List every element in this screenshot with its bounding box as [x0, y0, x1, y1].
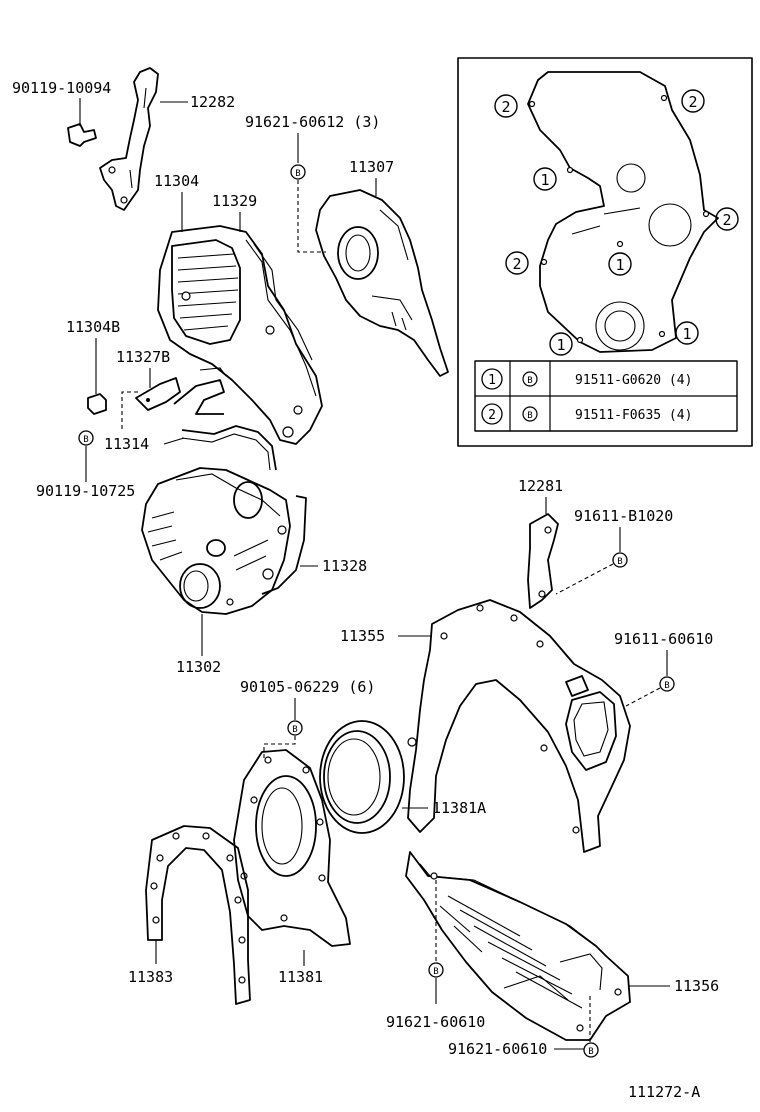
bolt-90119-10094 [67, 123, 97, 147]
inset-cover-ribs [571, 207, 641, 235]
part-11304-timing-cover-upper [157, 225, 323, 445]
svg-text:2: 2 [501, 98, 510, 116]
label-11329: 11329 [212, 192, 257, 210]
inset-cover-outline [527, 71, 719, 353]
inset-hole-upper [616, 163, 646, 193]
label-12281: 12281 [518, 477, 563, 495]
bolt-symbol-90119-10725: B [78, 430, 94, 446]
svg-text:1: 1 [615, 256, 624, 274]
bolt-symbol-90105-06229: B [287, 720, 303, 736]
inset-marker-1-bottom-right: 1 [675, 321, 699, 345]
label-11314: 11314 [104, 435, 149, 453]
label-90105-06229: 90105-06229 (6) [240, 678, 375, 696]
svg-text:B: B [588, 1047, 593, 1057]
svg-text:B: B [83, 435, 88, 445]
part-12282-engine-hanger [99, 67, 159, 211]
svg-text:1: 1 [682, 325, 691, 343]
bolt-symbol-91621-60612: B [290, 164, 306, 180]
label-91611-B1020: 91611-B1020 [574, 507, 673, 525]
part-seal-strip-upper [173, 367, 227, 415]
bolt-table-row-2: 2 B 91511-F0635 (4) [481, 403, 692, 425]
bolt-symbol-91611-60610: B [659, 676, 675, 692]
svg-text:1: 1 [488, 373, 496, 388]
label-11383: 11383 [128, 968, 173, 986]
label-11302: 11302 [176, 658, 221, 676]
bolt-table-row-1: 1 B 91511-G0620 (4) [481, 368, 692, 390]
label-11381: 11381 [278, 968, 323, 986]
svg-text:1: 1 [556, 336, 565, 354]
figure-id: 111272-A [628, 1083, 700, 1101]
label-11381A: 11381A [432, 799, 486, 817]
inset-marker-2-mid-left: 2 [505, 251, 529, 275]
part-11328-seal [261, 495, 307, 595]
part-11381-oil-seal-retainer [233, 749, 351, 947]
svg-text:B: B [527, 411, 532, 421]
inset-marker-2-right: 2 [715, 207, 739, 231]
label-11327B: 11327B [116, 348, 170, 366]
svg-text:2: 2 [722, 211, 731, 229]
inset-marker-2-top-left: 2 [494, 94, 518, 118]
label-91621-60612: 91621-60612 (3) [245, 113, 380, 131]
label-11356: 11356 [674, 977, 719, 995]
svg-text:B: B [664, 681, 669, 691]
part-12281-engine-hanger [527, 513, 559, 609]
inset-marker-1-left: 1 [533, 167, 557, 191]
svg-text:2: 2 [688, 93, 697, 111]
label-11328: 11328 [322, 557, 367, 575]
part-11381A-oil-seal [319, 720, 405, 834]
label-11355: 11355 [340, 627, 385, 645]
inset-marker-2-top-right: 2 [681, 89, 705, 113]
svg-text:B: B [292, 725, 297, 735]
svg-text:B: B [617, 557, 622, 567]
label-12282: 12282 [190, 93, 235, 111]
svg-text:2: 2 [512, 255, 521, 273]
label-90119-10725: 90119-10725 [36, 482, 135, 500]
inset-hole-mid [648, 203, 692, 247]
part-11356-timing-belt-cover-plate [405, 851, 631, 1041]
svg-text:B: B [295, 169, 300, 179]
bolt-symbol-91621-60610-left: B [428, 962, 444, 978]
part-11355-timing-belt-plate [407, 599, 631, 853]
svg-text:2: 2 [488, 408, 496, 423]
part-11383-gasket [145, 825, 251, 1005]
label-11304: 11304 [154, 172, 199, 190]
label-91611-60610: 91611-60610 [614, 630, 713, 648]
svg-text:1: 1 [540, 171, 549, 189]
svg-text:91511-G0620 (4): 91511-G0620 (4) [575, 373, 692, 388]
inset-crank-seal-outer [595, 301, 645, 351]
inset-panel: 2 2 1 2 2 1 1 1 [457, 57, 753, 447]
bolt-symbol-91621-60610-right: B [583, 1042, 599, 1058]
label-91621-60610-left: 91621-60610 [386, 1013, 485, 1031]
part-11307-timing-cover-inner [315, 189, 449, 377]
part-11314-seal-strip [181, 425, 277, 471]
bolt-symbol-91611-B1020: B [612, 552, 628, 568]
part-11302-timing-cover-lower [141, 467, 291, 615]
label-11307: 11307 [349, 158, 394, 176]
label-11304B: 11304B [66, 318, 120, 336]
svg-text:B: B [433, 967, 438, 977]
part-11304B-plug [87, 393, 107, 415]
svg-text:B: B [527, 376, 532, 386]
label-91621-60610-right: 91621-60610 [448, 1040, 547, 1058]
svg-text:91511-F0635 (4): 91511-F0635 (4) [575, 408, 692, 423]
part-11327B-guide [135, 377, 181, 411]
label-90119-10094: 90119-10094 [12, 79, 111, 97]
inset-marker-1-center: 1 [608, 252, 632, 276]
inset-crank-seal-inner [604, 310, 636, 342]
inset-marker-1-bottom-left: 1 [549, 332, 573, 356]
inset-bolt-table: 1 B 91511-G0620 (4) 2 B 91511-F0635 (4) [474, 360, 738, 432]
